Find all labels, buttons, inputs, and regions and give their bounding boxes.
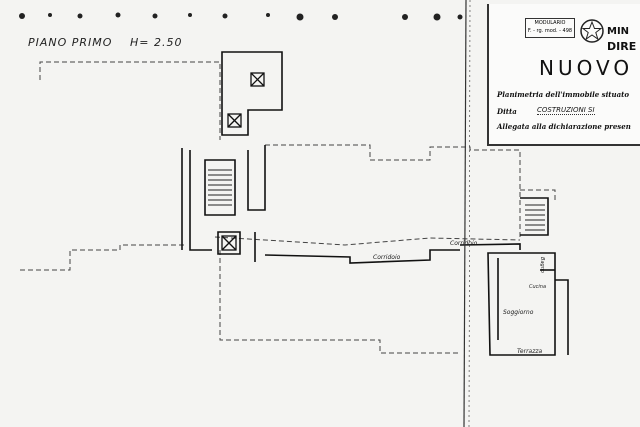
modulario-box: MODULARIO F. - rg. mod. - 498	[525, 18, 575, 38]
heading: NUOVO C	[539, 56, 640, 80]
emblem-icon	[580, 19, 604, 43]
binding-holes	[19, 12, 463, 21]
title-block: MODULARIO F. - rg. mod. - 498 MIN DIRE N…	[487, 4, 640, 146]
room-label-bagno: Bagno	[538, 257, 545, 273]
modulario-line-2: F. - rg. mod. - 498	[527, 28, 573, 34]
room-label-terrazza: Terrazza	[517, 348, 543, 355]
room-label-corridoio: Corridoio	[373, 254, 401, 261]
planimetria-line: Planimetria dell'immobile situato	[497, 90, 630, 99]
walls	[181, 51, 569, 356]
ditta-label: Ditta	[497, 107, 517, 116]
floor-label: PIANO PRIMO	[28, 36, 113, 49]
ditta-value: COSTRUZIONI SI	[537, 106, 595, 115]
height-label: H= 2.50	[130, 36, 183, 49]
ministry-line-1: MIN	[607, 26, 630, 37]
dashed-outline	[20, 61, 556, 354]
modulario-line-1: MODULARIO	[534, 20, 566, 26]
fold-line	[463, 0, 471, 427]
ventilation-shafts	[221, 72, 265, 251]
ministry-line-2: DIRE	[607, 40, 637, 53]
room-label-corridoio-2: Corridoio	[450, 240, 478, 247]
stairs	[208, 169, 545, 231]
room-label-cucina: Cucina	[529, 284, 547, 290]
allegata-line: Allegata alla dichiarazione presen	[497, 122, 631, 131]
room-label-soggiorno: Soggiorno	[503, 309, 534, 316]
